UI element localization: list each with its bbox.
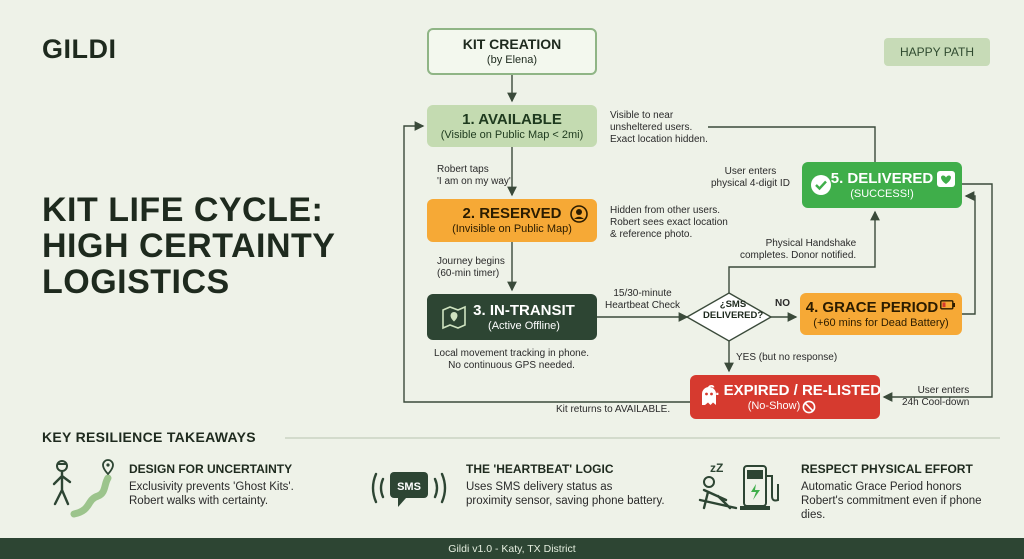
body-line: proximity sensor, saving phone battery.: [466, 495, 665, 507]
note-line: Physical Handshake: [765, 238, 857, 249]
brand-logo: GILDI: [42, 34, 117, 64]
note-line: Robert taps: [437, 164, 489, 175]
body-line: Exclusivity prevents 'Ghost Kits'.: [129, 481, 294, 493]
arrow-expired-to-available: [403, 121, 690, 403]
takeaway-1-title: DESIGN FOR UNCERTAINTY: [129, 462, 293, 476]
node-grace-period: 4. GRACE PERIOD (+60 mins for Dead Batte…: [800, 293, 962, 335]
node-delivered-sub: (SUCCESS!): [850, 187, 914, 200]
label-yes-no-response: YES (but no response): [736, 352, 838, 363]
note-line: Hidden from other users.: [610, 205, 721, 216]
happy-path-badge: HAPPY PATH: [884, 38, 990, 66]
note-kit-returns: Kit returns to AVAILABLE.: [556, 404, 671, 415]
node-reserved-sub: (Invisible on Public Map): [452, 223, 572, 235]
node-in-transit-title: 3. IN-TRANSIT: [473, 301, 575, 319]
note-line: 'I am on my way': [437, 176, 511, 187]
note-reserved-visibility: Hidden from other users. Robert sees exa…: [610, 205, 728, 241]
note-user-enters-id: User enters physical 4-digit ID: [711, 166, 790, 190]
takeaway-2-title: THE 'HEARTBEAT' LOGIC: [466, 462, 614, 476]
node-available-sub: (Visible on Public Map < 2mi): [440, 128, 584, 141]
body-line: Robert's commitment even if phone: [801, 495, 982, 507]
takeaway-1-body: Exclusivity prevents 'Ghost Kits'. Rober…: [129, 480, 294, 508]
takeaway-3-title: RESPECT PHYSICAL EFFORT: [801, 462, 973, 476]
node-expired-title: 6. EXPIRED / RE-LISTED: [706, 381, 882, 399]
body-line: Automatic Grace Period honors: [801, 481, 962, 493]
ghost-icon: [702, 387, 716, 405]
note-line: Local movement tracking in phone.: [434, 348, 590, 359]
node-delivered: 5. DELIVERED (SUCCESS!): [802, 162, 962, 208]
decision-label: ¿SMS DELIVERED?: [703, 299, 763, 321]
takeaway-2-body: Uses SMS delivery status as proximity se…: [466, 480, 665, 508]
note-line: User enters: [724, 166, 777, 177]
node-expired-sub: (No-Show): [747, 399, 801, 412]
body-line: Robert walks with certainty.: [129, 495, 269, 507]
arrow-decision-to-delivered: [728, 210, 880, 293]
node-reserved-title: 2. RESERVED: [462, 205, 562, 222]
user-icon: [570, 205, 588, 223]
decision-diamond: [685, 292, 773, 342]
note-line: 15/30-minute: [613, 288, 672, 299]
sleep-icon-text: zZ: [710, 461, 723, 475]
note-local-tracking: Local movement tracking in phone. No con…: [434, 348, 589, 372]
node-grace-period-title: 4. GRACE PERIOD: [805, 298, 939, 316]
note-available-visibility: Visible to near unsheltered users. Exact…: [610, 110, 708, 146]
charging-station-icon: zZ: [698, 461, 779, 510]
decision-label-line-1: ¿SMS: [719, 299, 747, 310]
note-journey-begins: Journey begins (60-min timer): [437, 256, 505, 280]
walking-path-icon: [52, 459, 114, 518]
page-title-line-3: LOGISTICS: [42, 263, 230, 301]
note-line: Heartbeat Check: [605, 300, 681, 311]
node-kit-creation: KIT CREATION (by Elena): [427, 28, 597, 75]
takeaways-title: KEY RESILIENCE TAKEAWAYS: [42, 429, 256, 445]
heart-icon: [937, 171, 955, 187]
note-robert-taps: Robert taps 'I am on my way': [437, 164, 511, 188]
node-reserved: 2. RESERVED (Invisible on Public Map): [427, 199, 597, 242]
node-in-transit: 3. IN-TRANSIT (Active Offline): [427, 294, 597, 340]
page-title-line-1: KIT LIFE CYCLE:: [42, 191, 324, 229]
note-line: Journey begins: [437, 256, 505, 267]
note-line: physical 4-digit ID: [711, 178, 790, 189]
node-in-transit-sub: (Active Offline): [488, 319, 560, 332]
label-no: NO: [775, 298, 790, 309]
node-delivered-title: 5. DELIVERED: [830, 169, 934, 187]
note-heartbeat-check: 15/30-minute Heartbeat Check: [605, 288, 680, 312]
note-physical-handshake: Physical Handshake completes. Donor noti…: [740, 238, 856, 262]
note-line: No continuous GPS needed.: [448, 360, 575, 371]
node-expired: 6. EXPIRED / RE-LISTED (No-Show): [690, 375, 882, 419]
decision-label-line-2: DELIVERED?: [703, 310, 764, 321]
arrow-grace-to-delivered: [962, 191, 976, 315]
note-line: (60-min timer): [437, 268, 500, 279]
note-line: Exact location hidden.: [610, 134, 708, 145]
note-line: & reference photo.: [610, 229, 693, 240]
note-line: 24h Cool-down: [902, 397, 970, 408]
footer-bar: Gildi v1.0 - Katy, TX District: [0, 538, 1024, 559]
node-available-title: 1. AVAILABLE: [462, 110, 562, 128]
note-line: Visible to near: [610, 110, 674, 121]
check-circle-icon: [811, 175, 831, 195]
node-kit-creation-title: KIT CREATION: [462, 36, 562, 52]
map-pin-icon: [442, 305, 466, 330]
takeaway-3-body: Automatic Grace Period honors Robert's c…: [801, 480, 982, 522]
node-grace-period-sub: (+60 mins for Dead Battery): [813, 316, 949, 329]
sms-signal-icon: SMS: [371, 472, 447, 507]
body-line: dies.: [801, 509, 826, 521]
arrow-delivered-to-expired: [882, 183, 993, 402]
note-line: completes. Donor notified.: [740, 250, 857, 261]
page-title: KIT LIFE CYCLE: HIGH CERTAINTY LOGISTICS: [42, 192, 335, 300]
prohibited-icon: [802, 400, 816, 414]
body-line: Uses SMS delivery status as: [466, 481, 613, 493]
page-title-line-2: HIGH CERTAINTY: [42, 227, 336, 265]
note-cooldown: User enters 24h Cool-down: [902, 385, 969, 409]
note-line: Robert sees exact location: [610, 217, 728, 228]
node-available: 1. AVAILABLE (Visible on Public Map < 2m…: [427, 105, 597, 147]
note-line: User enters: [917, 385, 970, 396]
note-line: unsheltered users.: [610, 122, 693, 133]
arrow-delivered-to-available: [708, 126, 876, 162]
battery-low-icon: [940, 300, 955, 310]
sms-icon-text: SMS: [397, 481, 421, 493]
node-kit-creation-sub: (by Elena): [486, 54, 538, 66]
